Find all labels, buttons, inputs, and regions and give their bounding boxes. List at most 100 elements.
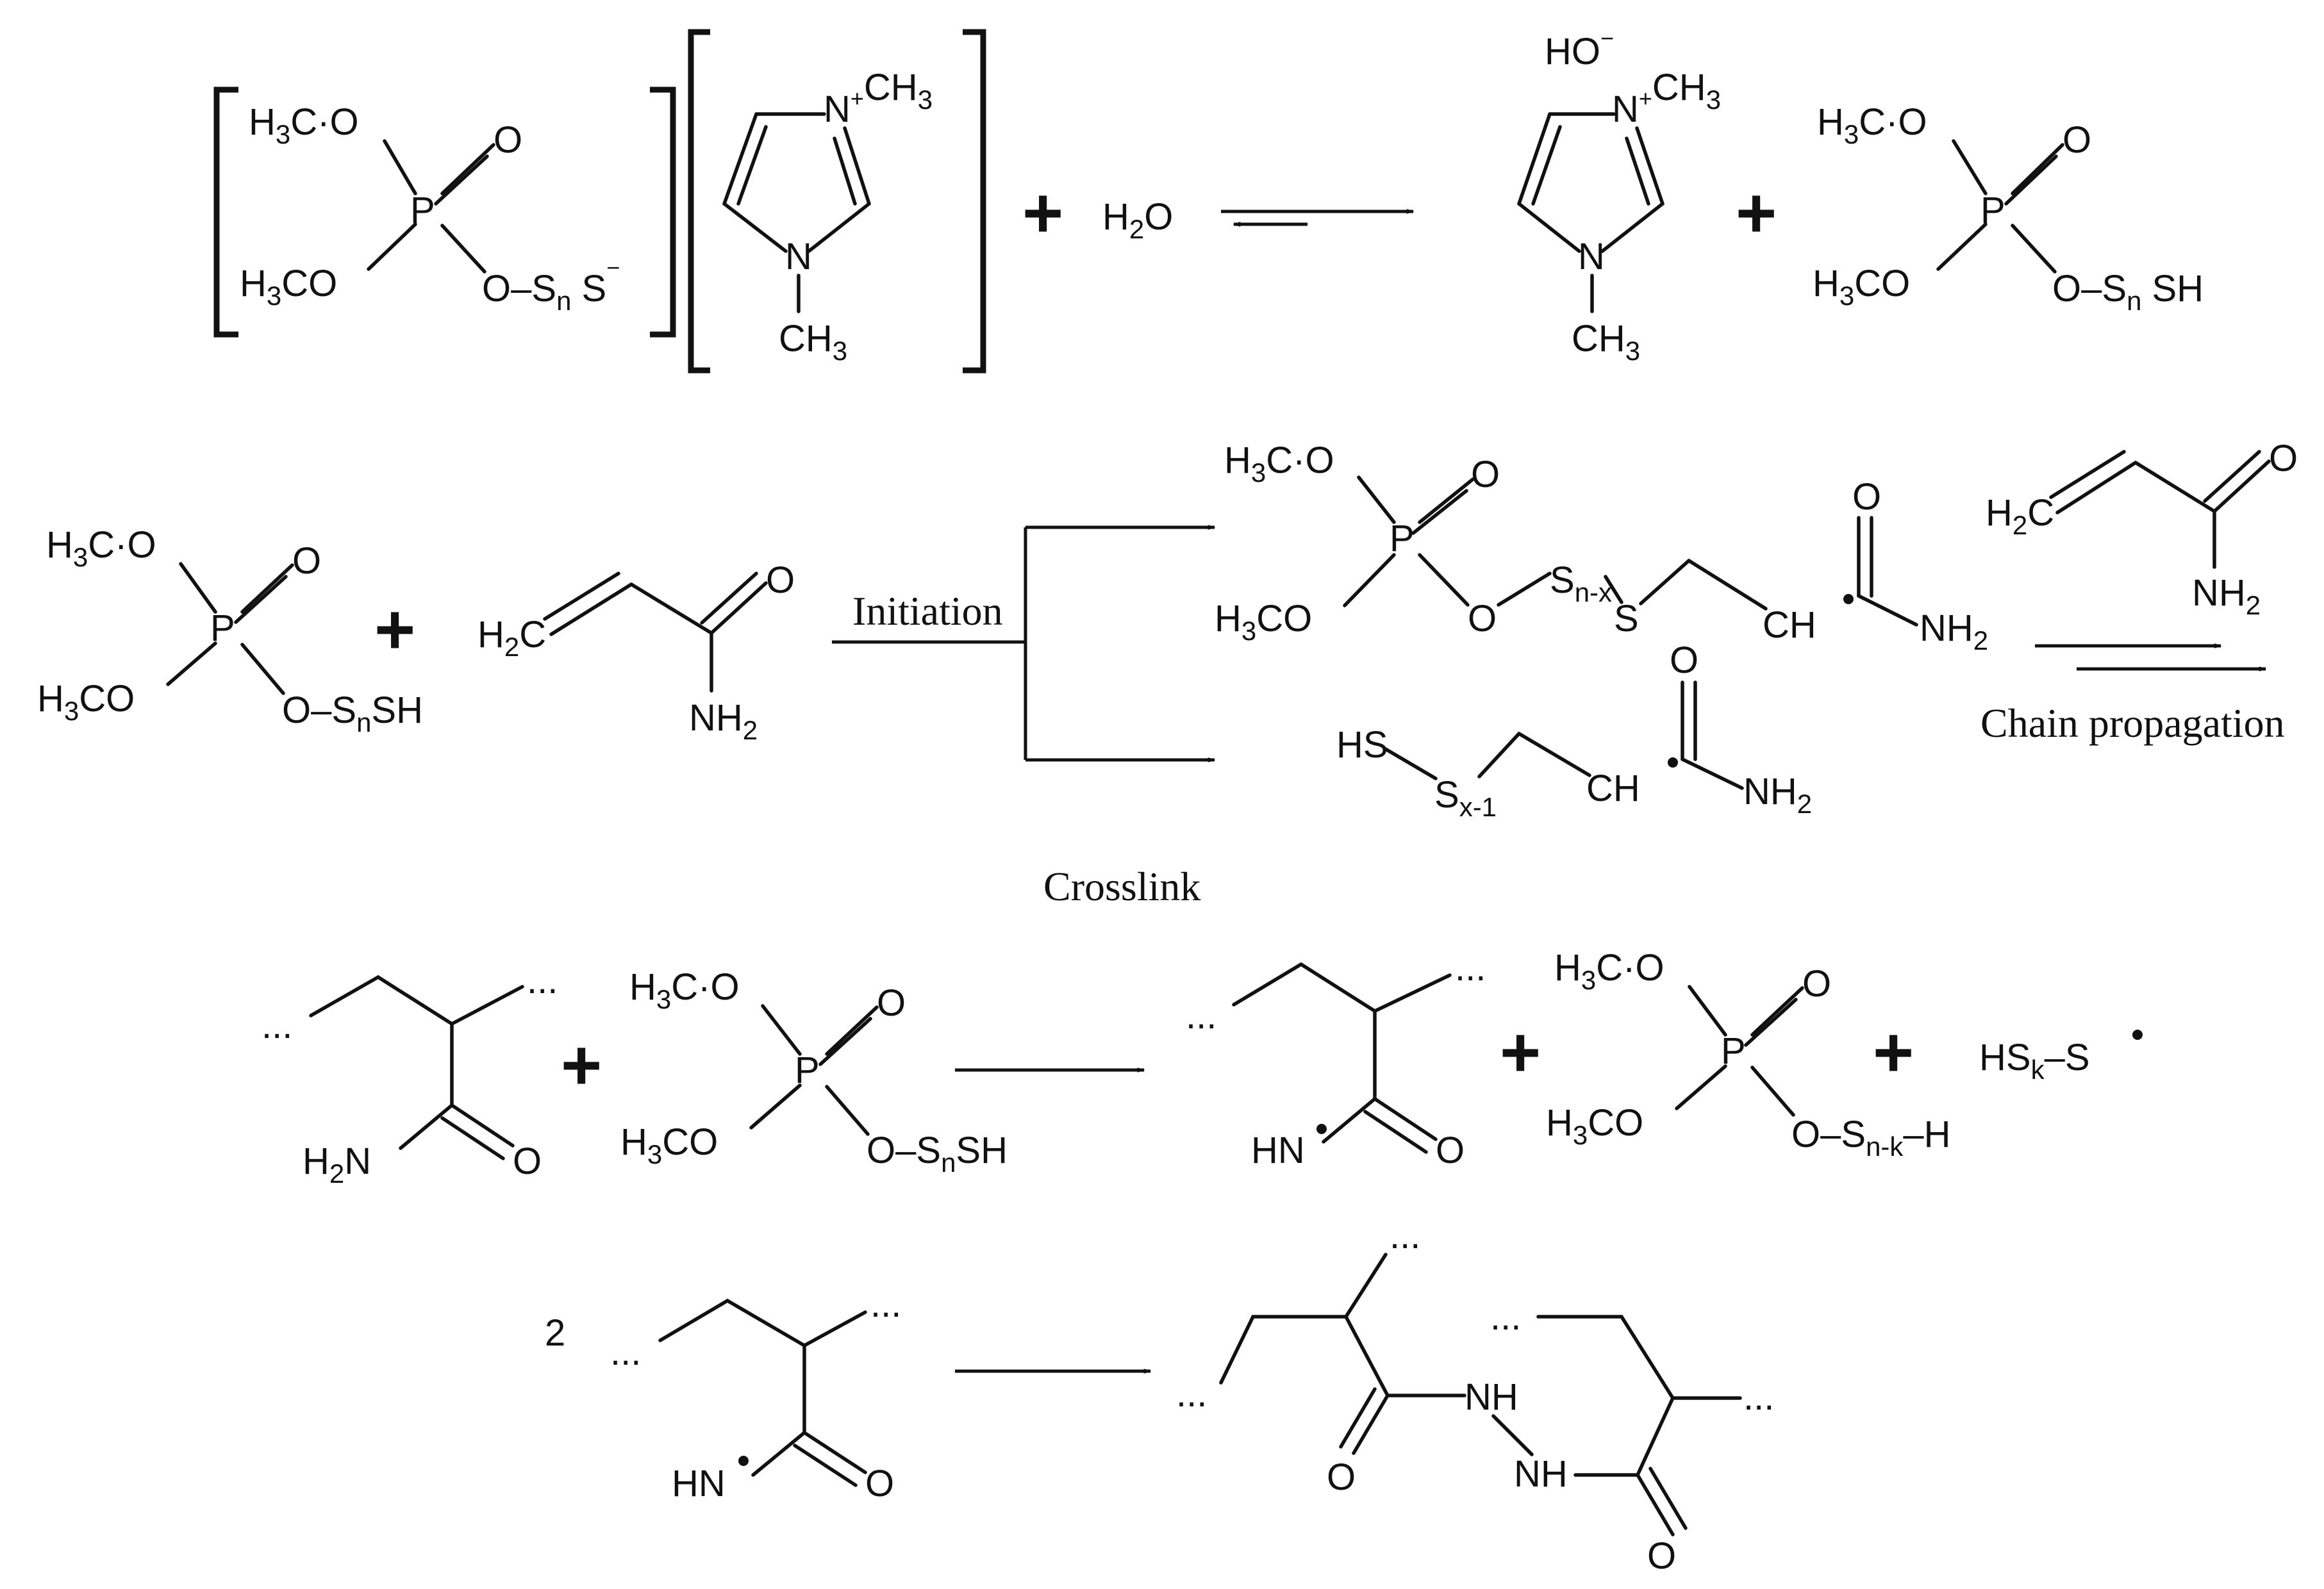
imidazolium-cation: N+CH3 N CH3 <box>688 29 986 374</box>
amidyl-radical-segment: ... ... HN O <box>1186 947 1486 1171</box>
acrylamide-monomer: H2C O NH2 <box>1986 438 2298 620</box>
svg-text:HO−: HO− <box>1545 25 1614 72</box>
svg-text:N+CH3: N+CH3 <box>824 67 933 130</box>
svg-text:S: S <box>1614 598 1639 639</box>
plus-sign: + <box>1500 1013 1541 1092</box>
svg-text:HN: HN <box>672 1463 726 1504</box>
svg-text:O: O <box>1647 1535 1676 1577</box>
phosphate-sulfane-product: H3C·O H3CO P O O–Sn-k–H <box>1546 947 1951 1162</box>
svg-text:O: O <box>766 559 795 601</box>
phosphate-polysulfane-reagent: H3C·O H3CO P O O–SnSH <box>620 966 1008 1178</box>
svg-text:O: O <box>292 540 321 582</box>
svg-text:O: O <box>877 982 906 1024</box>
svg-text:H2N: H2N <box>303 1140 371 1189</box>
svg-text:HSk–S: HSk–S <box>1979 1037 2090 1085</box>
svg-text:O: O <box>513 1140 542 1182</box>
svg-text:...: ... <box>1186 995 1216 1037</box>
svg-text:H3C·O: H3C·O <box>249 101 359 149</box>
equilibrium-arrow <box>1221 211 1413 224</box>
amidyl-radical-reactant: ... ... HN O <box>610 1283 901 1504</box>
svg-text:H3CO: H3CO <box>1546 1102 1643 1150</box>
plus-sign: + <box>1022 174 1063 252</box>
sulfanyl-radical: HSk–S <box>1979 1030 2143 1085</box>
svg-text:H3C·O: H3C·O <box>1817 101 1927 149</box>
svg-text:O: O <box>2063 119 2091 161</box>
svg-text:N: N <box>1578 236 1605 277</box>
svg-text:H3C·O: H3C·O <box>46 524 156 572</box>
svg-text:P: P <box>1390 518 1415 559</box>
svg-text:O–Sn-k–H: O–Sn-k–H <box>1791 1114 1951 1162</box>
svg-text:H3CO: H3CO <box>1215 598 1312 646</box>
svg-text:...: ... <box>1743 1376 1774 1418</box>
water: H2O <box>1102 196 1173 244</box>
svg-text:H2C: H2C <box>1986 492 2054 540</box>
svg-text:O: O <box>1670 639 1698 681</box>
stoichiometric-coefficient: 2 <box>545 1312 565 1354</box>
svg-text:O–Sn S−: O–Sn S− <box>482 254 620 316</box>
svg-text:O–SnSH: O–SnSH <box>867 1130 1008 1178</box>
svg-text:O: O <box>865 1463 894 1504</box>
imidazolium-hydroxide: HO− N+CH3 N CH3 <box>1517 25 1721 366</box>
acrylamide: H2C O NH2 <box>477 559 795 745</box>
svg-text:N+CH3: N+CH3 <box>1612 67 1721 130</box>
plus-sign: + <box>374 590 415 669</box>
phosphate-polysulfane-reactant: H3C·O H3CO P O O–SnSH <box>37 524 423 737</box>
svg-text:...: ... <box>1176 1373 1207 1415</box>
initiation-label: Initiation <box>852 588 1003 634</box>
svg-text:H3C·O: H3C·O <box>629 966 740 1014</box>
thiyl-radical-product: HS Sx-1 CH O NH2 <box>1336 639 1812 822</box>
svg-text:O: O <box>1468 598 1497 639</box>
chain-propagation-label: Chain propagation <box>1980 700 2285 746</box>
svg-text:O: O <box>2269 438 2298 479</box>
initiation-arrow: Initiation <box>832 527 1215 760</box>
svg-text:NH2: NH2 <box>689 697 758 745</box>
svg-text:O–Sn SH: O–Sn SH <box>2052 268 2204 316</box>
plus-sign: + <box>561 1026 602 1105</box>
hydrazide-crosslinked-product: ... ... O NH NH O ... ... <box>1176 1215 1774 1577</box>
svg-text:...: ... <box>1390 1215 1420 1256</box>
svg-text:...: ... <box>870 1283 901 1325</box>
chain-propagation-arrow: Chain propagation <box>1980 646 2285 746</box>
plus-sign: + <box>1736 174 1777 252</box>
svg-text:O: O <box>1436 1130 1465 1171</box>
svg-text:CH3: CH3 <box>779 318 847 366</box>
svg-text:NH2: NH2 <box>1920 607 1988 655</box>
svg-text:CH: CH <box>1763 604 1816 646</box>
svg-text:CH3: CH3 <box>1572 318 1640 366</box>
svg-text:H3CO: H3CO <box>620 1121 718 1169</box>
svg-text:O: O <box>1852 476 1881 518</box>
svg-text:...: ... <box>610 1331 641 1373</box>
polyacrylamide-segment: ... ... H2N O <box>261 960 558 1189</box>
svg-text:NH2: NH2 <box>2192 572 2261 620</box>
svg-text:H3C·O: H3C·O <box>1224 440 1334 488</box>
svg-text:...: ... <box>527 960 558 1001</box>
svg-text:O: O <box>1802 963 1831 1005</box>
svg-text:CH: CH <box>1586 768 1640 809</box>
svg-text:O: O <box>1327 1456 1356 1498</box>
crosslink-label: Crosslink <box>1043 864 1200 909</box>
svg-text:NH2: NH2 <box>1743 771 1812 819</box>
svg-text:...: ... <box>1490 1296 1521 1338</box>
svg-text:H2C: H2C <box>477 614 546 662</box>
svg-text:H3CO: H3CO <box>240 263 337 311</box>
svg-text:H3C·O: H3C·O <box>1554 947 1664 995</box>
svg-text:NH: NH <box>1465 1376 1518 1418</box>
svg-text:HN: HN <box>1251 1130 1305 1171</box>
svg-text:HS: HS <box>1336 724 1388 766</box>
svg-text:NH: NH <box>1514 1453 1568 1495</box>
svg-text:N: N <box>785 236 812 277</box>
svg-text:H3CO: H3CO <box>1813 263 1910 311</box>
ionic-liquid-anion: H3C·O H3CO P O O–Sn S− <box>213 86 676 338</box>
svg-text:...: ... <box>1455 947 1486 989</box>
svg-text:Sx-1: Sx-1 <box>1434 774 1497 822</box>
svg-text:O–SnSH: O–SnSH <box>282 689 423 737</box>
plus-sign: + <box>1873 1013 1914 1092</box>
svg-text:...: ... <box>261 1005 292 1046</box>
phosphate-radical-product: H3C·O H3CO P O O Sn-x S CH O NH2 <box>1215 440 1988 655</box>
svg-text:Sn-x: Sn-x <box>1550 559 1612 607</box>
svg-text:O: O <box>494 119 522 161</box>
phosphate-polysulfane: H3C·O H3CO P O O–Sn SH <box>1813 101 2204 316</box>
svg-text:O: O <box>1471 454 1500 495</box>
svg-text:H3CO: H3CO <box>37 678 135 726</box>
